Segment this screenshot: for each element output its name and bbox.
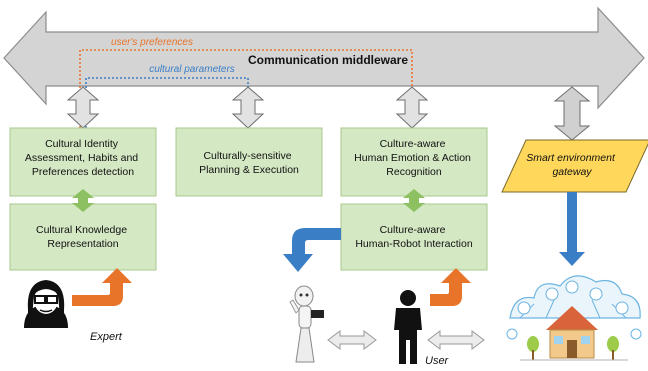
cultural-parameters-label: cultural parameters [149,64,235,75]
cultural-identity-box [9,127,157,197]
expert-label: Expert [90,331,123,343]
middleware-arrow [3,6,645,110]
connector-arrow-center [231,86,265,129]
robot-user-arrow [327,330,377,350]
users-preferences-label: user's preferences [111,37,193,48]
middleware-label: Communication middleware [248,53,408,67]
green-arrow-left [72,189,94,212]
users-preferences-line [79,49,413,160]
gateway-box [501,139,648,193]
user-to-hri-arrow [430,268,471,306]
expert-icon [24,280,68,328]
connector-arrow-right [395,86,429,129]
planning-label: Culturally-sensitive Planning & Executio… [199,150,299,176]
hri-to-robot-arrow [283,228,341,272]
user-home-arrow [427,330,485,350]
hri-box [340,203,488,271]
smart-home-icon [506,275,642,361]
gateway-down-arrow [559,192,585,266]
connector-arrow-gateway [553,86,591,141]
expert-to-knowledge-arrow [72,268,132,306]
connector-arrow-left [66,86,100,129]
robot-icon [289,285,324,363]
emotion-recognition-box [340,127,488,197]
user-label: User [425,355,450,367]
user-icon [394,290,422,364]
emotion-recognition-label: Culture-aware Human Emotion & Action Rec… [354,138,474,178]
gateway-label: Smart environment gateway [526,152,618,178]
cultural-identity-label: Cultural Identity Assessment, Habits and… [25,138,141,178]
green-arrow-right [403,189,425,212]
cultural-knowledge-label: Cultural Knowledge Representation [36,224,130,250]
planning-box [175,127,323,197]
cultural-knowledge-box [9,203,157,271]
hri-label: Culture-aware Human-Robot Interaction [355,224,472,250]
